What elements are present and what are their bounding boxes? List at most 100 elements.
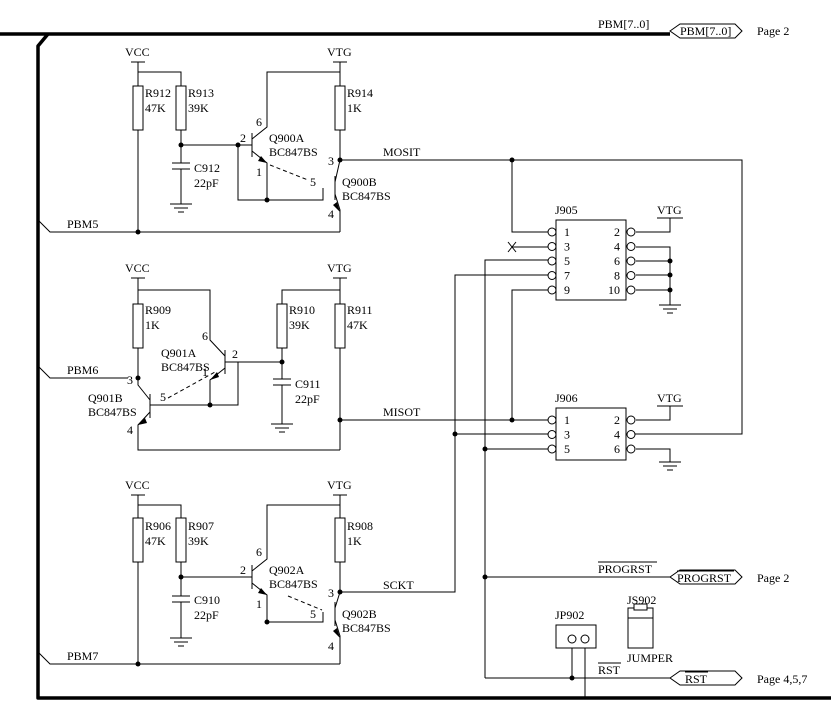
pbm-page-ref: Page 2 bbox=[757, 24, 789, 38]
r910-ref: R910 bbox=[289, 303, 315, 317]
pbm7-wire bbox=[37, 651, 340, 665]
net-pbm6: PBM6 bbox=[67, 363, 98, 377]
c910-ref: C910 bbox=[194, 593, 220, 607]
resistor-r913 bbox=[175, 85, 187, 131]
svg-text:6: 6 bbox=[256, 115, 262, 129]
ground-icon bbox=[659, 461, 681, 471]
j905-pin-5 bbox=[547, 256, 557, 266]
net-progrst: PROGRST bbox=[598, 562, 653, 576]
j905-pin-7 bbox=[547, 271, 557, 280]
j905-pin-8 bbox=[626, 271, 636, 280]
progrst-port[interactable]: PROGRST bbox=[669, 569, 743, 585]
resistor-r911 bbox=[334, 303, 346, 349]
j905-pin-4 bbox=[626, 242, 636, 251]
svg-text:4: 4 bbox=[328, 639, 334, 653]
j906-pin-label: 5 bbox=[564, 442, 570, 456]
jp902-ref: JP902 bbox=[555, 608, 584, 622]
r910-val: 39K bbox=[289, 318, 310, 332]
pbm-bus bbox=[0, 32, 831, 700]
resistor-r912 bbox=[132, 85, 144, 131]
r914-ref: R914 bbox=[347, 86, 373, 100]
ground-icon bbox=[659, 304, 681, 314]
vtg-label-3: VTG bbox=[327, 478, 352, 492]
emitter-arrow-icon bbox=[210, 372, 219, 380]
svg-text:3: 3 bbox=[328, 154, 334, 168]
vcc-label-1: VCC bbox=[125, 45, 150, 59]
j905-pin-label: 1 bbox=[564, 225, 570, 239]
svg-text:4: 4 bbox=[127, 423, 133, 437]
q901a-ref: Q901A bbox=[161, 346, 197, 360]
reset-wire bbox=[484, 259, 548, 678]
svg-text:2: 2 bbox=[240, 131, 246, 145]
emitter-arrow-icon bbox=[138, 418, 147, 425]
stage3: VCC VTG R906 47K R907 39K C910 22pF R908… bbox=[125, 478, 391, 667]
svg-text:2: 2 bbox=[232, 347, 238, 361]
j905-pin-label: 8 bbox=[614, 269, 620, 283]
resistor-r906 bbox=[132, 517, 144, 563]
j905-pin-label: 7 bbox=[564, 269, 570, 283]
resistor-r910 bbox=[276, 303, 288, 349]
j905-pin-label: 10 bbox=[608, 283, 620, 297]
j905-pin-3 bbox=[547, 242, 557, 251]
j906-pin-label: 6 bbox=[614, 442, 620, 456]
q902b-ref: Q902B bbox=[342, 607, 377, 621]
mosit-wire bbox=[340, 159, 743, 435]
emitter-arrow-icon bbox=[258, 588, 267, 595]
net-mosit: MOSIT bbox=[383, 145, 421, 159]
emitter-arrow-icon bbox=[333, 202, 340, 212]
j906-pin-label: 4 bbox=[614, 428, 620, 442]
q900b-part: BC847BS bbox=[342, 189, 391, 203]
svg-text:4: 4 bbox=[328, 207, 334, 221]
net-sckt: SCKT bbox=[383, 578, 414, 592]
pbm-port[interactable]: PBM[7..0] bbox=[669, 23, 743, 39]
vtg-label-j905: VTG bbox=[657, 203, 682, 217]
j906-pin-label: 2 bbox=[614, 413, 620, 427]
resistor-r914 bbox=[334, 85, 346, 131]
r907-val: 39K bbox=[188, 534, 209, 548]
j905-pin-2 bbox=[626, 227, 636, 237]
rst-port[interactable]: RST bbox=[669, 670, 743, 686]
j906-pin-5 bbox=[547, 444, 557, 454]
j905-pin-1 bbox=[547, 227, 557, 237]
js902-val: JUMPER bbox=[627, 651, 673, 665]
j905-pin-10 bbox=[626, 285, 636, 295]
jumper-js902[interactable]: JS902 JUMPER bbox=[627, 593, 673, 665]
r906-val: 47K bbox=[145, 534, 166, 548]
j906-pin-label: 1 bbox=[564, 413, 570, 427]
q901b-ref: Q901B bbox=[88, 391, 123, 405]
net-pbm5: PBM5 bbox=[67, 217, 98, 231]
net-pbm7: PBM7 bbox=[67, 649, 98, 663]
svg-text:3: 3 bbox=[328, 586, 334, 600]
r906-ref: R906 bbox=[145, 519, 171, 533]
emitter-arrow-icon bbox=[258, 156, 267, 163]
svg-text:1: 1 bbox=[256, 597, 262, 611]
svg-text:6: 6 bbox=[202, 329, 208, 343]
jumper-jp902[interactable]: JP902 bbox=[555, 608, 597, 649]
q900a-part: BC847BS bbox=[269, 145, 318, 159]
ground-icon bbox=[170, 200, 192, 213]
j905-ref: J905 bbox=[555, 203, 578, 217]
j905-pin-label: 4 bbox=[614, 240, 620, 254]
r912-val: 47K bbox=[145, 101, 166, 115]
j905-pin-label: 5 bbox=[564, 254, 570, 268]
j906-pin-3 bbox=[547, 430, 557, 439]
r908-val: 1K bbox=[347, 534, 362, 548]
j905-pin-6 bbox=[626, 256, 636, 266]
resistor-r908 bbox=[334, 517, 346, 563]
no-connect-icon bbox=[507, 241, 548, 253]
r911-ref: R911 bbox=[347, 303, 373, 317]
ground-icon bbox=[271, 420, 293, 433]
r909-val: 1K bbox=[145, 318, 160, 332]
vcc-label-2: VCC bbox=[125, 261, 150, 275]
r914-val: 1K bbox=[347, 101, 362, 115]
vtg-label-j906: VTG bbox=[657, 391, 682, 405]
q900a-ref: Q900A bbox=[269, 131, 305, 145]
q901a-part: BC847BS bbox=[161, 360, 210, 374]
c912-val: 22pF bbox=[194, 176, 219, 190]
stage2: VCC VTG R909 1K R910 39K R911 47K C911 2… bbox=[88, 261, 373, 451]
rst-page-ref: Page 4,5,7 bbox=[757, 672, 807, 686]
q901b-part: BC847BS bbox=[88, 405, 137, 419]
